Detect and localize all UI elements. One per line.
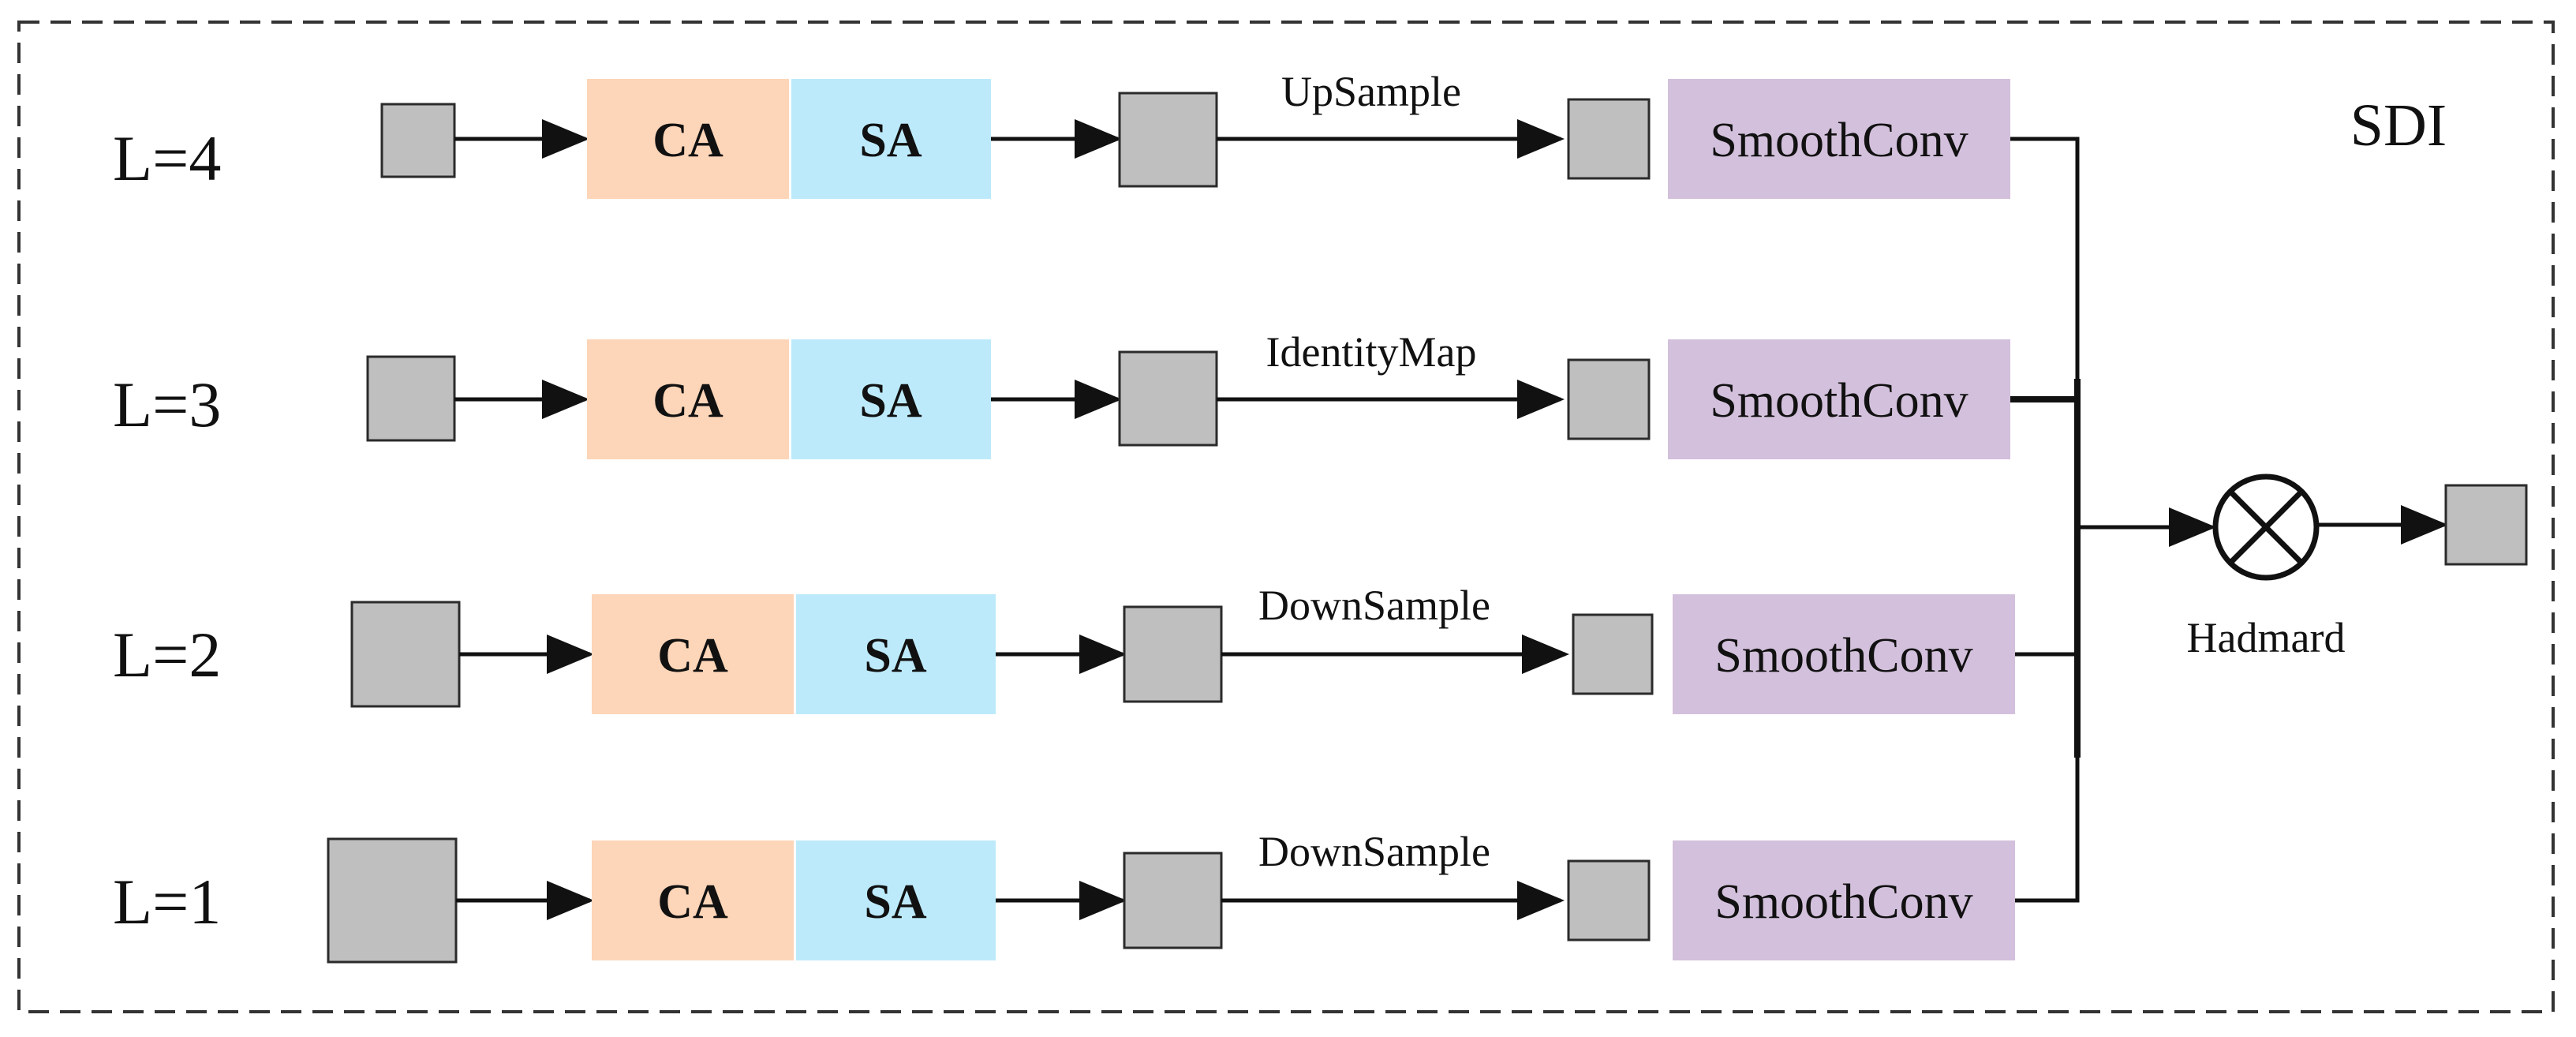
- input-feature-map: [366, 355, 456, 442]
- smoothconv-label: SmoothConv: [1714, 875, 1972, 929]
- smoothconv-block: [1668, 339, 2010, 459]
- smoothconv-block: [1668, 79, 2010, 199]
- cross-icon: [2228, 489, 2304, 565]
- operation-label: DownSample: [1258, 582, 1490, 629]
- ca-label: CA: [657, 875, 728, 929]
- smoothconv-label: SmoothConv: [1710, 114, 1968, 167]
- module-title: SDI: [2350, 92, 2447, 159]
- level-row: L=3 CA SA IdentityMap SmoothConv: [113, 328, 2010, 459]
- ca-label: CA: [652, 114, 723, 167]
- sa-block: [791, 79, 991, 199]
- operation-label: DownSample: [1258, 828, 1490, 875]
- sa-label: SA: [864, 629, 926, 683]
- ca-block: [587, 339, 789, 459]
- input-feature-map: [380, 103, 456, 178]
- input-feature-map: [327, 837, 458, 964]
- ca-label: CA: [657, 629, 728, 683]
- attended-feature-map: [1118, 92, 1218, 188]
- hadamard-operator: [2212, 474, 2320, 581]
- resized-feature-map: [1567, 358, 1651, 440]
- input-feature-map: [350, 601, 461, 708]
- sa-label: SA: [864, 875, 926, 929]
- level-label: L=2: [113, 619, 221, 691]
- sa-label: SA: [859, 114, 922, 167]
- smoothconv-block: [1673, 594, 2015, 714]
- fusion-connectors: [2010, 137, 2081, 903]
- level-label: L=4: [113, 122, 221, 194]
- attended-feature-map: [1123, 605, 1223, 703]
- operation-label: IdentityMap: [1266, 328, 1477, 376]
- ca-label: CA: [652, 374, 723, 428]
- level-row: L=2 CA SA DownSample SmoothConv: [113, 582, 2015, 714]
- fusion-label: Hadmard: [2187, 614, 2346, 661]
- ca-block: [592, 594, 794, 714]
- smoothconv-label: SmoothConv: [1714, 629, 1972, 683]
- output-feature-map: [2444, 484, 2528, 566]
- attended-feature-map: [1123, 852, 1223, 949]
- resized-feature-map: [1567, 859, 1651, 942]
- operation-label: UpSample: [1281, 68, 1461, 115]
- attended-feature-map: [1118, 350, 1218, 447]
- smoothconv-block: [1673, 840, 2015, 960]
- resized-feature-map: [1567, 98, 1651, 180]
- level-label: L=1: [113, 866, 221, 938]
- resized-feature-map: [1572, 613, 1654, 695]
- module-frame: [17, 21, 2555, 1013]
- level-label: L=3: [113, 369, 221, 440]
- sa-block: [791, 339, 991, 459]
- smoothconv-label: SmoothConv: [1710, 374, 1968, 428]
- sa-label: SA: [859, 374, 922, 428]
- level-row: L=1 CA SA DownSample SmoothConv: [113, 828, 2015, 964]
- sa-block: [796, 840, 996, 960]
- ca-block: [587, 79, 789, 199]
- ca-block: [592, 840, 794, 960]
- level-row: L=4 CA SA UpSample SmoothConv: [113, 68, 2010, 199]
- sa-block: [796, 594, 996, 714]
